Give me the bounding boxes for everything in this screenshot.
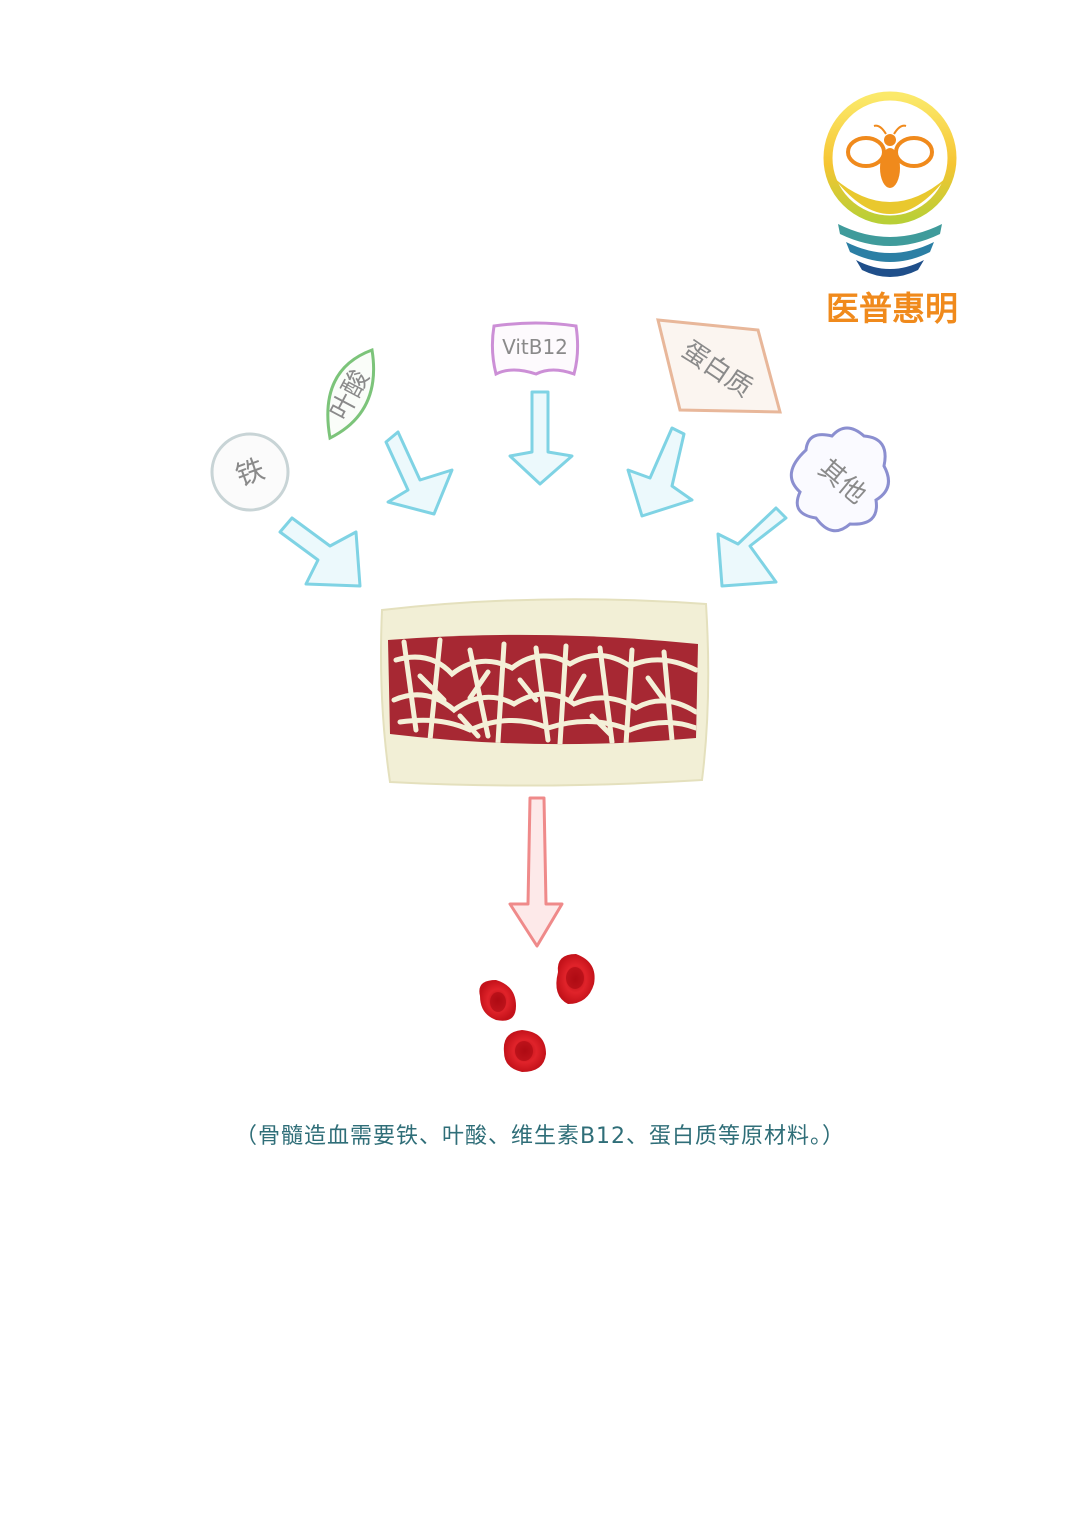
nutrient-iron-shape: [210, 432, 290, 512]
red-blood-cell: [503, 1030, 546, 1072]
logo-name: 医普惠明: [826, 289, 958, 328]
bee-icon: [846, 124, 934, 188]
arrow-iron: [278, 516, 362, 588]
logo-band-blue: [856, 260, 924, 277]
logo-band-green: [838, 224, 942, 246]
arrow-folic-acid: [384, 430, 454, 516]
red-blood-cell: [479, 980, 516, 1021]
nutrient-vitb12-label: VitB12: [502, 335, 568, 359]
logo-crescent: [834, 178, 946, 214]
arrow-protein: [626, 426, 694, 518]
nutrient-folic-acid: 叶酸: [325, 347, 376, 441]
nutrient-protein: 蛋白质: [656, 318, 782, 414]
output-arrow: [508, 796, 564, 948]
logo-band-teal: [846, 242, 934, 262]
trabecular-network: [391, 637, 698, 745]
nutrient-iron: 铁: [210, 432, 290, 512]
arrow-other: [716, 506, 788, 588]
arrow-vitb12: [508, 390, 574, 486]
nutrient-folic-acid-shape: [326, 347, 376, 441]
nutrient-vitb12: VitB12: [490, 321, 580, 377]
nutrient-protein-shape: [656, 318, 782, 414]
logo: 医普惠明: [823, 91, 958, 328]
logo-ring: [823, 91, 957, 225]
nutrient-other: 其他: [789, 426, 890, 533]
red-blood-cell: [556, 954, 595, 1004]
nutrient-vitb12-shape: [490, 321, 580, 377]
input-arrows: [278, 390, 788, 588]
bone-marrow: [380, 598, 710, 787]
caption: （骨髓造血需要铁、叶酸、维生素B12、蛋白质等原材料。）: [234, 1124, 846, 1149]
nutrient-other-shape: [789, 426, 890, 533]
red-blood-cells: [479, 954, 595, 1072]
